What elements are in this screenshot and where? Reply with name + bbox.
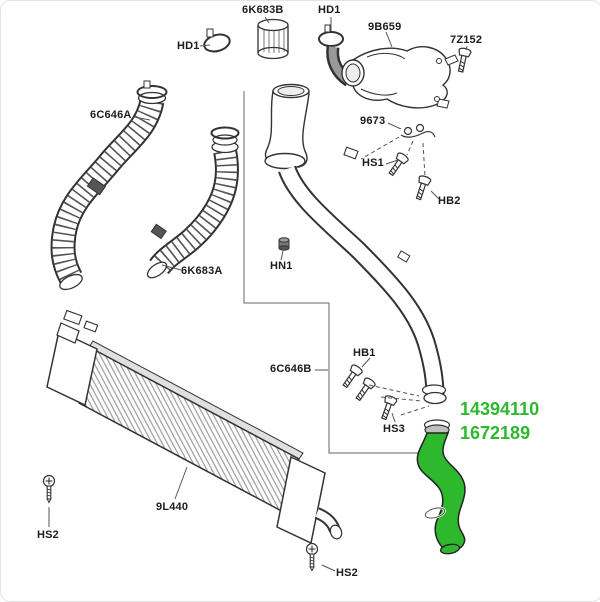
part-label-6c646b: 6C646B — [270, 363, 312, 375]
intercooler-9l440 — [46, 309, 343, 545]
bolt-hb1-a — [339, 362, 364, 391]
part-label-7z152: 7Z152 — [450, 34, 483, 46]
part-label-hb1: HB1 — [353, 347, 376, 359]
part-label-6c646a: 6C646A — [90, 109, 132, 121]
part-label-hs2-bottom: HS2 — [336, 567, 358, 579]
leader-lines — [48, 16, 468, 572]
screw-hs2-left — [42, 474, 56, 504]
part-label-9l440: 9L440 — [156, 501, 189, 513]
part-label-6k683b: 6K683B — [242, 4, 284, 16]
hose-6c646a — [50, 80, 168, 291]
highlighted-part-number-1: 14394110 — [460, 399, 540, 419]
bolt-hb1-b — [352, 375, 377, 404]
part-label-9b659: 9B659 — [368, 21, 402, 33]
screw-hs2-bottom — [305, 542, 319, 572]
part-label-hs3: HS3 — [383, 423, 405, 435]
part-label-hs1: HS1 — [362, 157, 384, 169]
part-label-hd1-left: HD1 — [177, 40, 200, 52]
dashed-assembly-lines — [360, 136, 430, 416]
highlighted-part-number-2: 1672189 — [460, 423, 531, 443]
bolt-hs3 — [377, 393, 399, 422]
sleeve-6k683b — [257, 18, 289, 60]
part-label-hd1-right: HD1 — [318, 4, 341, 16]
part-label-hb2: HB2 — [438, 195, 461, 207]
part-label-hn1: HN1 — [270, 260, 293, 272]
bolt-hb2 — [412, 174, 433, 202]
hose-6k683a — [146, 126, 240, 279]
highlighted-hose-part — [416, 419, 466, 555]
highlighted-hose-body — [416, 432, 466, 552]
nut-hn1 — [278, 237, 290, 251]
bolt-hs1 — [385, 150, 410, 179]
pipe-9b659 — [326, 46, 459, 109]
clip-9673 — [400, 123, 436, 138]
part-label-6k683a: 6K683A — [181, 265, 223, 277]
part-label-9673: 9673 — [360, 115, 386, 127]
assembly-boundary-line — [243, 91, 425, 454]
clamp-hd1-right — [318, 24, 344, 47]
pipe-6c646b — [264, 83, 447, 405]
clamp-hd1-left — [203, 28, 231, 53]
part-label-hs2-left: HS2 — [37, 529, 59, 541]
